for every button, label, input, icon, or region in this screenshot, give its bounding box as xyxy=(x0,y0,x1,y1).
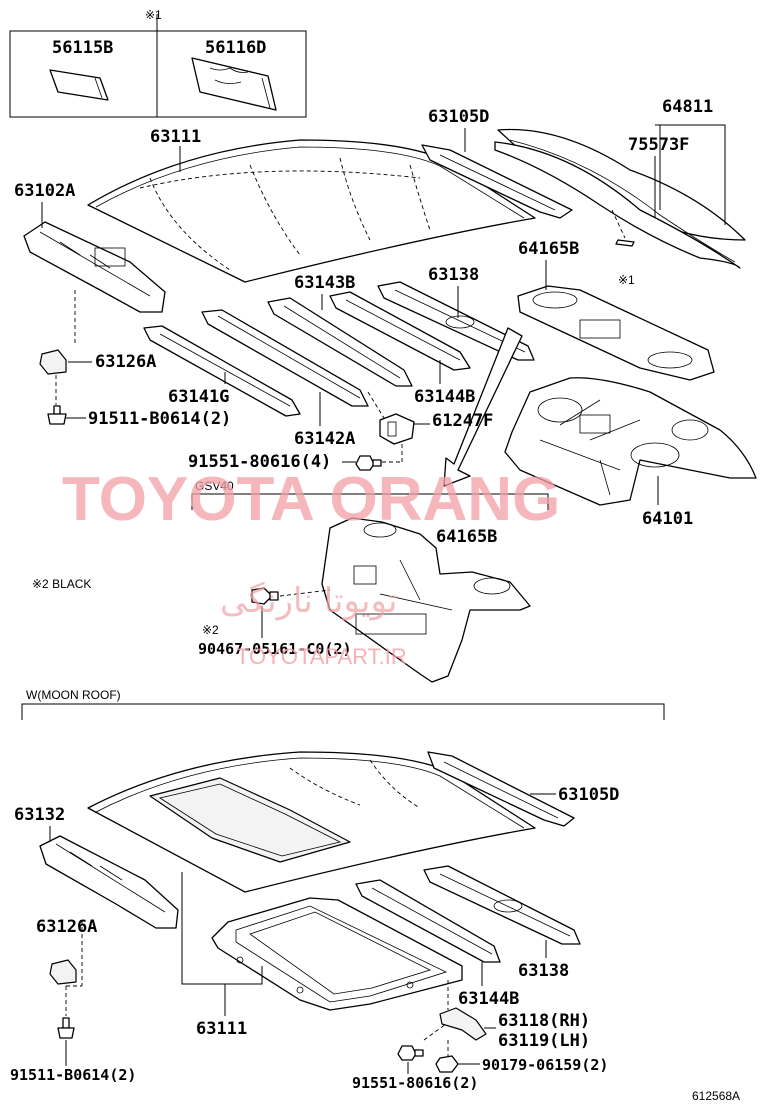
label-91511-bottom: 91511-B0614(2) xyxy=(10,1066,136,1084)
part-63144b-roof-bow-top xyxy=(329,291,471,371)
label-63119-lh: 63119(LH) xyxy=(498,1031,590,1051)
part-63111-roof-panel xyxy=(87,139,536,283)
part-ref1-tape xyxy=(615,239,635,247)
part-63132-front-header xyxy=(39,835,179,929)
part-64811-75573f-back-window xyxy=(494,128,746,269)
part-63118-63119-bracket xyxy=(439,1007,487,1041)
label-91511-top: 91511-B0614(2) xyxy=(88,409,231,429)
label-63111-top: 63111 xyxy=(150,127,201,147)
label-64101: 64101 xyxy=(642,509,693,529)
drawing-id: 612568A xyxy=(692,1089,740,1103)
part-63138-roof-bow-bottom xyxy=(423,865,581,945)
watermark-site-text: TOYOTAPART.IR xyxy=(236,644,407,669)
part-91511-bolt-bottom xyxy=(57,1017,75,1039)
part-63142a-roof-bow xyxy=(201,309,369,407)
label-63102a: 63102A xyxy=(14,181,75,201)
part-56116d xyxy=(191,57,277,111)
part-63126a-top xyxy=(39,349,67,375)
part-64165b-mid xyxy=(321,517,531,683)
label-91551-top: 91551-80616(4) xyxy=(188,452,331,472)
label-64811: 64811 xyxy=(662,97,713,117)
moon-roof-heading: W(MOON ROOF) xyxy=(26,688,121,702)
label-63118-rh: 63118(RH) xyxy=(498,1011,590,1031)
label-63126a-bottom: 63126A xyxy=(36,917,97,937)
part-63111-sunroof-housing xyxy=(211,897,463,1011)
label-63143b: 63143B xyxy=(294,273,355,293)
label-91551-bottom: 91551-80616(2) xyxy=(352,1074,478,1092)
part-63105d-top xyxy=(421,144,573,219)
label-63111-bottom: 63111 xyxy=(196,1019,247,1039)
watermark-brand-text: TOYOTA ORANG xyxy=(62,465,560,534)
ref2-mark: ※2 xyxy=(202,623,219,637)
label-90179: 90179-06159(2) xyxy=(482,1056,608,1074)
moon-roof-section: W(MOON ROOF) xyxy=(21,688,665,720)
label-75573f: 75573F xyxy=(628,135,689,155)
label-63138-bottom: 63138 xyxy=(518,961,569,981)
kit-reference-mark: ※1 xyxy=(145,8,162,22)
label-63138-top: 63138 xyxy=(428,265,479,285)
label-63132: 63132 xyxy=(14,805,65,825)
label-63105d-top: 63105D xyxy=(428,107,489,127)
label-63105d-bottom: 63105D xyxy=(558,785,619,805)
part-63144b-roof-bow-bottom xyxy=(355,879,501,963)
part-64101-package-tray xyxy=(504,377,757,506)
label-63144b-bottom: 63144B xyxy=(458,989,519,1009)
label-63144b-top: 63144B xyxy=(414,387,475,407)
part-63111-roof-panel-moonroof xyxy=(87,751,536,893)
part-91551-bolt-bottom xyxy=(397,1045,424,1061)
label-63126a-top: 63126A xyxy=(95,352,156,372)
part-91551-bolt-top xyxy=(355,455,382,471)
label-90467: 90467-05161-C0(2) xyxy=(198,640,352,658)
note-black-fastener: ※2 BLACK xyxy=(32,577,91,591)
part-56115b xyxy=(49,69,109,101)
label-63141g: 63141G xyxy=(168,387,229,407)
part-90179-nut xyxy=(435,1055,459,1073)
label-61247f: 61247F xyxy=(432,411,493,431)
part-90467-clip xyxy=(251,587,279,605)
gsv40-section: GSV40 xyxy=(191,479,549,510)
part-63126a-bottom xyxy=(49,959,77,985)
part-64165b-top xyxy=(517,285,715,381)
label-64165b-top: 64165B xyxy=(518,239,579,259)
part-63102a-front-header xyxy=(23,221,166,313)
ref1-right-mark: ※1 xyxy=(618,273,635,287)
label-56115b: 56115B xyxy=(52,38,113,58)
part-61247f-bracket xyxy=(379,413,415,445)
part-63141g-roof-bow xyxy=(143,325,301,417)
label-64165b-mid: 64165B xyxy=(436,527,497,547)
label-63142a: 63142A xyxy=(294,429,355,449)
assembly-arrow xyxy=(443,327,523,487)
part-63105d-bottom xyxy=(427,751,575,827)
kit-box: ※1 56115B 56116D xyxy=(9,8,307,118)
watermark-persian-text: تویوتا نارنگی xyxy=(220,581,398,621)
watermark: TOYOTA ORANG تویوتا نارنگی TOYOTAPART.IR xyxy=(62,465,560,669)
part-91511-bolt-top xyxy=(47,405,67,425)
part-63143b-roof-bow xyxy=(267,297,413,387)
label-56116d: 56116D xyxy=(205,38,266,58)
gsv40-heading: GSV40 xyxy=(195,479,234,493)
